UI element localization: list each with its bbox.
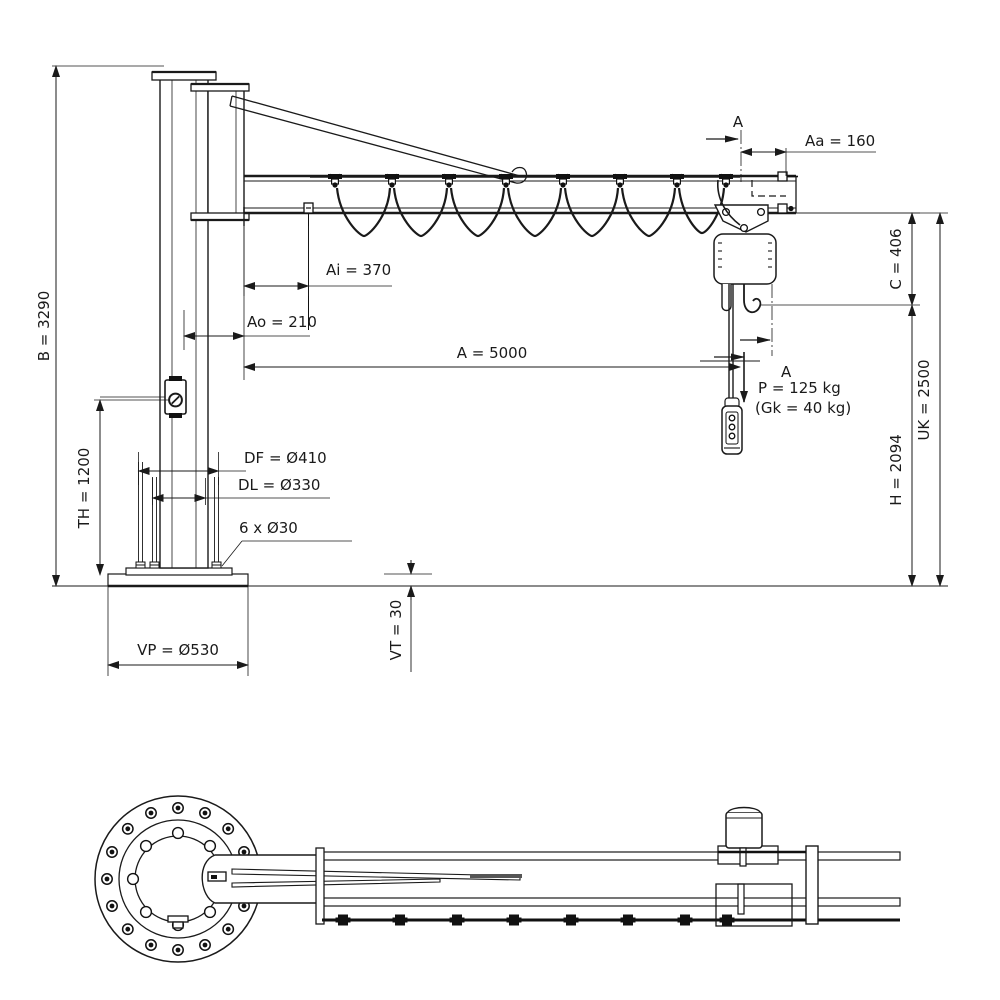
dimension-A: A = 5000 xyxy=(243,226,741,380)
flange-bolt-holes-outer xyxy=(101,802,255,956)
trolley-cable-lead xyxy=(717,179,741,226)
dimension-DL: DL = Ø330 xyxy=(151,476,330,505)
plan-boom-end-plate xyxy=(805,845,819,925)
dim-TH-label: TH = 1200 xyxy=(75,448,93,530)
dimension-Ai: Ai = 370 xyxy=(243,226,392,296)
dim-Ai-label: Ai = 370 xyxy=(326,261,391,279)
plan-boom xyxy=(201,847,901,925)
tie-rod-upper-edge xyxy=(231,95,521,177)
tie-rod-lower-edge xyxy=(229,105,517,184)
plan-root-stiffener xyxy=(315,847,325,925)
dimension-C: C = 406 xyxy=(760,212,920,306)
plan-motor-cap xyxy=(727,806,761,813)
trolley-wheel-right xyxy=(756,207,766,217)
dimension-TH: TH = 1200 xyxy=(75,399,170,576)
pendant-button-down[interactable] xyxy=(728,423,736,431)
plan-drive-unit xyxy=(715,806,819,927)
hoist-body xyxy=(713,233,777,285)
plan-festoon xyxy=(322,914,900,926)
dim-DF-label: DF = Ø410 xyxy=(244,449,327,467)
tie-rod-brace xyxy=(229,95,528,184)
section-mark-bottom-label: A xyxy=(781,363,792,381)
tie-rod-root xyxy=(229,95,233,107)
plan-pivot-gusset xyxy=(201,854,321,904)
dimension-Ao: Ao = 210 xyxy=(183,310,317,350)
load-hook xyxy=(743,284,762,314)
pendant-button-stop[interactable] xyxy=(728,432,736,440)
slewing-head xyxy=(190,82,250,226)
section-mark-top-label: A xyxy=(733,113,744,131)
dimension-Aa: Aa = 160 xyxy=(740,132,876,176)
dim-VT-label: VT = 30 xyxy=(387,600,405,661)
dim-B-label: B = 3290 xyxy=(35,291,53,362)
holes-leader-diag xyxy=(221,540,243,567)
section-mark-bottom: A xyxy=(740,284,792,381)
control-box-bottom-bracket xyxy=(169,413,182,418)
plan-motor-body xyxy=(725,811,763,849)
plan-motor-shaft-lower xyxy=(737,883,745,915)
festoon-system xyxy=(303,173,740,330)
base-plate xyxy=(125,567,233,576)
dimension-VP: VP = Ø530 xyxy=(107,586,249,676)
load-annotation: P = 125 kg (Gk = 40 kg) xyxy=(700,352,851,417)
plan-tie-rod-a xyxy=(231,868,521,881)
pendant-button-up[interactable] xyxy=(728,414,736,422)
power-feed-box xyxy=(751,171,798,214)
dim-UK-label: UK = 2500 xyxy=(915,359,933,440)
tie-rod-eye-end xyxy=(511,166,528,184)
dim-Ao-label: Ao = 210 xyxy=(247,313,317,331)
power-feed-dashed xyxy=(751,180,786,197)
dimension-B: B = 3290 xyxy=(35,65,164,587)
control-box-top-bracket xyxy=(169,376,182,381)
foundation-group xyxy=(52,573,948,588)
hoist-body-ribs xyxy=(718,242,772,268)
feed-terminal-bottom xyxy=(777,203,788,214)
dim-Aa-label: Aa = 160 xyxy=(805,132,875,150)
hoist-trolley-assembly xyxy=(713,179,777,455)
dim-VP-label: VP = Ø530 xyxy=(137,641,219,659)
dim-H-label: H = 2094 xyxy=(887,434,905,506)
dimension-H: H = 2094 xyxy=(887,304,916,587)
mast-top-cap xyxy=(151,71,217,81)
holes-label: 6 x Ø30 xyxy=(239,519,298,537)
section-mark-top: A xyxy=(706,113,744,182)
load-deadweight-label: (Gk = 40 kg) xyxy=(755,399,851,417)
plan-gearbox-outline xyxy=(715,883,793,927)
elevation-view: B = 3290 Ai = 370 Ao = 210 A = 5000 xyxy=(35,65,948,676)
trolley-suspension-pin xyxy=(739,223,749,233)
rotary-switch-slot xyxy=(171,395,180,405)
dim-C-label: C = 406 xyxy=(887,228,905,289)
dim-DL-label: DL = Ø330 xyxy=(238,476,320,494)
plan-tie-rod-sleeve xyxy=(470,874,522,878)
plan-motor-shaft-upper xyxy=(739,847,747,867)
annotation-holes: 6 x Ø30 xyxy=(221,519,352,567)
dimension-DF: DF = Ø410 xyxy=(137,449,327,485)
bore-keyway-tab xyxy=(167,915,189,929)
dim-A-label: A = 5000 xyxy=(457,344,528,362)
plan-view xyxy=(94,795,901,963)
control-box[interactable] xyxy=(100,376,187,418)
base-flange xyxy=(94,795,262,963)
foundation-block xyxy=(107,573,249,587)
plan-pivot-pin-core xyxy=(211,875,217,879)
plan-tie-rod-b xyxy=(231,878,441,888)
slew-head-body xyxy=(207,85,245,221)
dimension-VT: VT = 30 xyxy=(384,560,432,672)
feed-lead-bottom xyxy=(788,205,794,212)
boom-beam xyxy=(244,174,797,215)
load-capacity-label: P = 125 kg xyxy=(758,379,841,397)
dimension-UK: UK = 2500 xyxy=(787,212,948,587)
